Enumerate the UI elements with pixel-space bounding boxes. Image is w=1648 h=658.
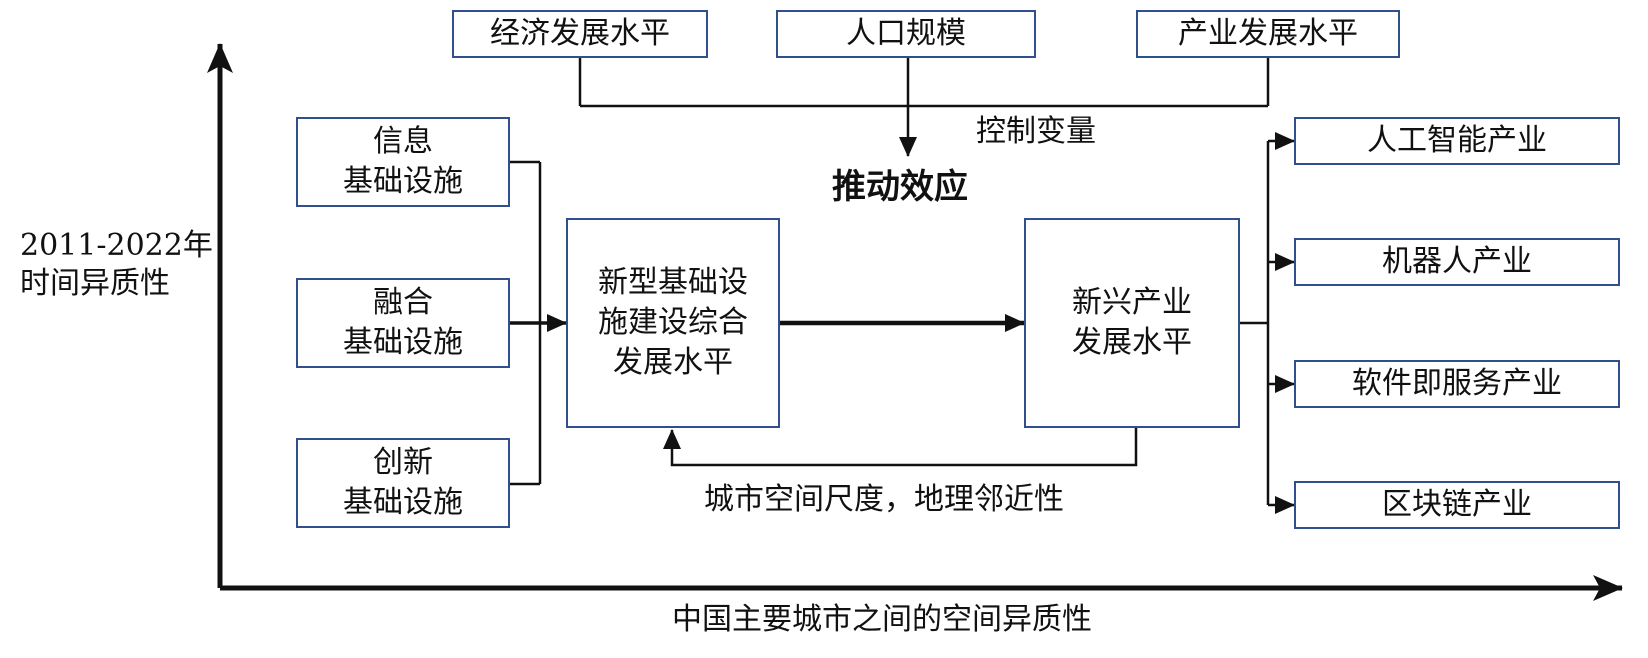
industry-box-ai: 人工智能产业 (1294, 117, 1620, 165)
industry-box-saas: 软件即服务产业 (1294, 360, 1620, 408)
information-infrastructure-box: 信息 基础设施 (296, 117, 510, 207)
y-axis-label: 2011-2022年 时间异质性 (20, 228, 213, 301)
industry-box-blockchain: 区块链产业 (1294, 481, 1620, 529)
effect-label: 推动效应 (832, 167, 968, 207)
feedback-arrow (663, 428, 1138, 467)
innovation-infrastructure-box: 创新 基础设施 (296, 438, 510, 528)
feedback-label: 城市空间尺度，地理邻近性 (704, 482, 1064, 517)
control-box-industry-level: 产业发展水平 (1136, 10, 1400, 58)
control-variable-label: 控制变量 (976, 114, 1096, 149)
new-infrastructure-development-box: 新型基础设 施建设综合 发展水平 (566, 218, 780, 428)
control-box-population: 人口规模 (776, 10, 1036, 58)
fusion-infrastructure-box: 融合 基础设施 (296, 278, 510, 368)
control-box-economy: 经济发展水平 (452, 10, 708, 58)
emerging-industry-development-box: 新兴产业 发展水平 (1024, 218, 1240, 428)
x-axis-label: 中国主要城市之间的空间异质性 (672, 602, 1092, 637)
industry-box-robotics: 机器人产业 (1294, 238, 1620, 286)
